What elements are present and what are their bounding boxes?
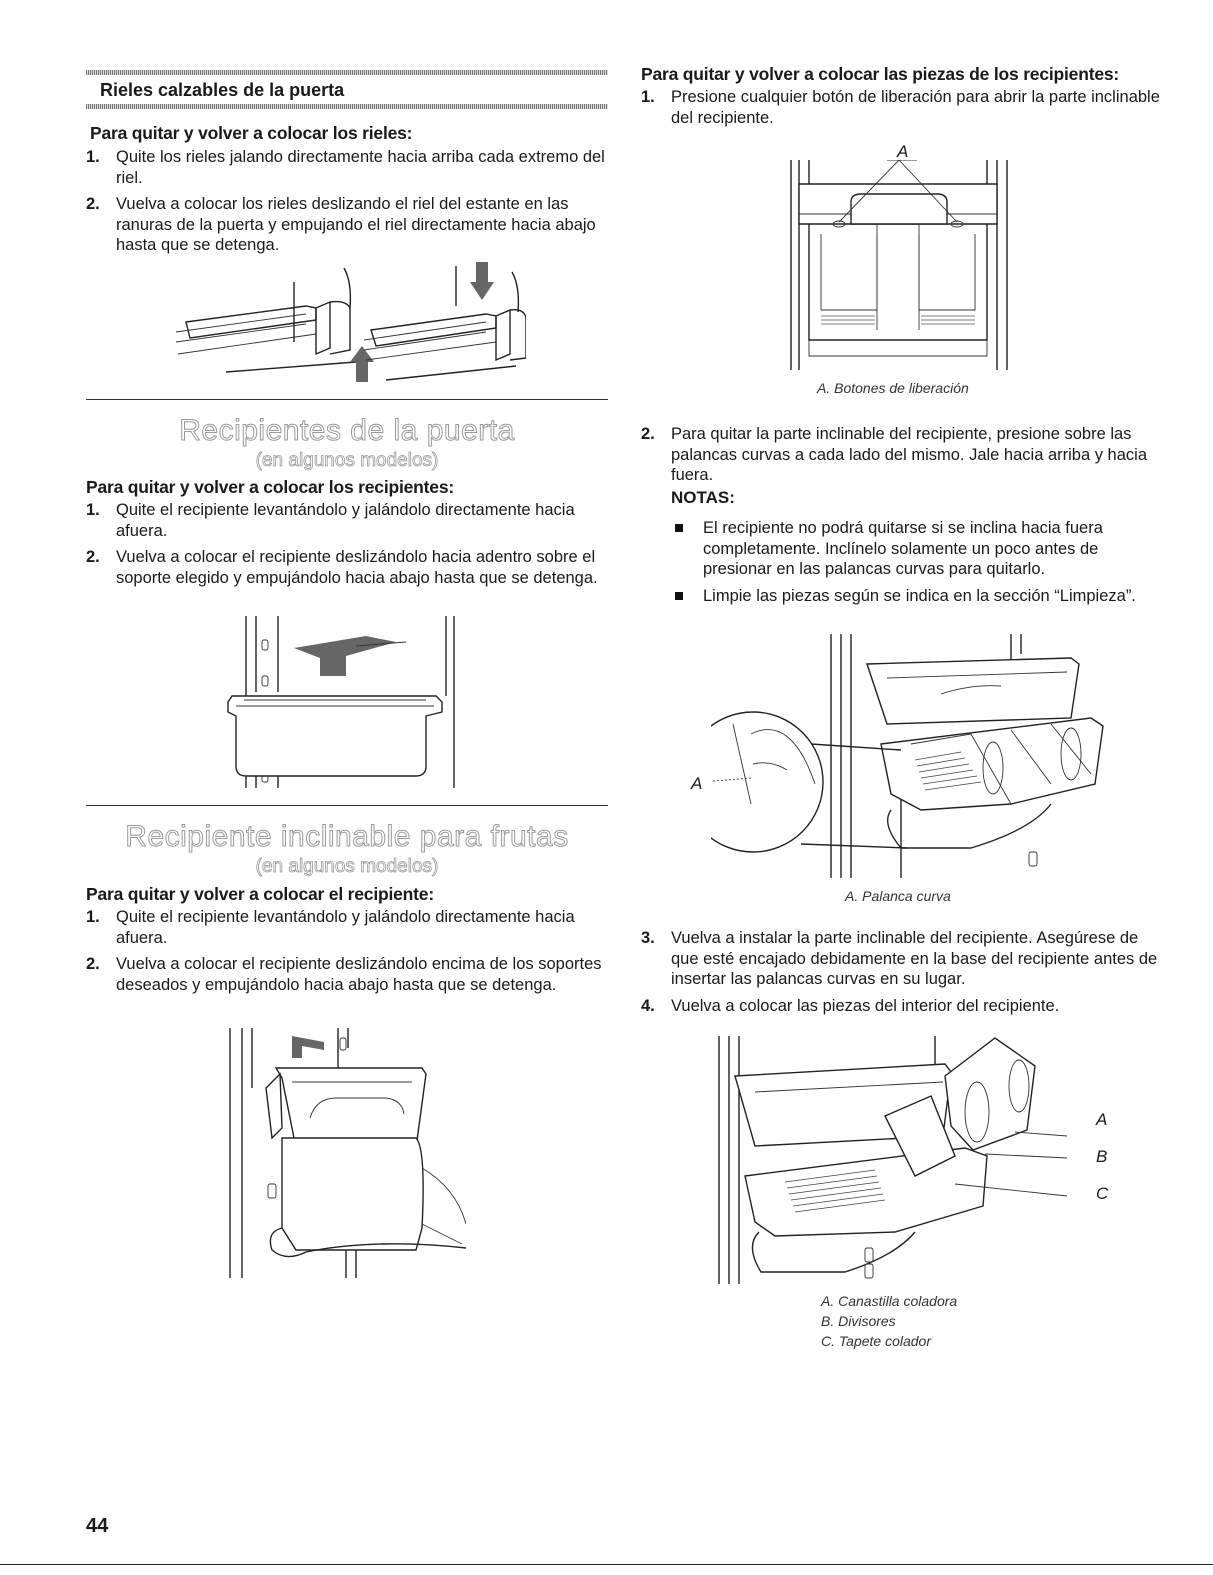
list-item: 2.Vuelva a colocar los rieles deslizando… bbox=[86, 195, 596, 254]
list-item: 2.Vuelva a colocar el recipiente deslizá… bbox=[86, 548, 598, 587]
tilt-bin-subheading: Para quitar y volver a colocar el recipi… bbox=[86, 884, 434, 904]
rail-left-drawing bbox=[175, 267, 374, 382]
bullet-icon bbox=[675, 591, 683, 600]
fig2-label-a: A bbox=[691, 774, 703, 793]
fig2-caption: A. Palanca curva bbox=[845, 888, 951, 904]
list-item: El recipiente no podrá quitarse si se in… bbox=[671, 518, 1163, 580]
rails-subheading: Para quitar y volver a colocar los riele… bbox=[90, 123, 413, 143]
fig3-label-c: C bbox=[1096, 1184, 1109, 1203]
notes-list: El recipiente no podrá quitarse si se in… bbox=[671, 518, 1163, 612]
fig1-caption: A. Botones de liberación bbox=[817, 380, 969, 396]
list-item: 2.Vuelva a colocar el recipiente deslizá… bbox=[86, 955, 602, 994]
fig3-caption-b: B. Divisores bbox=[821, 1313, 896, 1329]
list-item: Limpie las piezas según se indica en la … bbox=[671, 586, 1163, 607]
door-bins-section-title: Recipientes de la puerta bbox=[179, 414, 515, 448]
door-bin-illustration bbox=[227, 616, 455, 788]
list-item: 1.Quite los rieles jalando directamente … bbox=[86, 148, 605, 187]
rails-title-rule-top bbox=[86, 70, 608, 75]
bin-parts-step2: 2.Para quitar la parte inclinable del re… bbox=[641, 424, 1163, 492]
rails-steps: 1.Quite los rieles jalando directamente … bbox=[86, 147, 608, 262]
door-bins-steps: 1.Quite el recipiente levantándolo y jal… bbox=[86, 500, 608, 594]
rail-right-drawing bbox=[363, 262, 526, 381]
door-bins-section-subtitle: (en algunos modelos) bbox=[255, 450, 439, 472]
section-divider bbox=[86, 399, 608, 400]
bin-parts-step1: 1.Presione cualquier botón de liberación… bbox=[641, 87, 1163, 134]
tilt-bin-illustration bbox=[229, 1028, 466, 1278]
release-buttons-illustration bbox=[790, 160, 1008, 370]
bottom-rule bbox=[0, 1564, 1213, 1565]
page-number: 44 bbox=[86, 1515, 109, 1537]
fig3-label-b: B bbox=[1096, 1147, 1108, 1166]
bin-parts-subheading: Para quitar y volver a colocar las pieza… bbox=[641, 64, 1120, 84]
fig3-label-a: A bbox=[1096, 1110, 1108, 1129]
section-divider bbox=[86, 805, 608, 806]
bin-parts-illustration bbox=[718, 1036, 1068, 1284]
rails-illustration bbox=[175, 262, 526, 382]
list-item: 1.Presione cualquier botón de liberación… bbox=[641, 88, 1160, 127]
tilt-bin-section-subtitle: (en algunos modelos) bbox=[255, 856, 439, 878]
bullet-icon bbox=[675, 524, 683, 532]
tilt-bin-section-title: Recipiente inclinable para frutas bbox=[125, 820, 569, 854]
fig1-label-a: A bbox=[897, 142, 909, 161]
curved-lever-illustration bbox=[711, 634, 1104, 878]
list-item: 2.Para quitar la parte inclinable del re… bbox=[641, 425, 1148, 484]
notes-title: NOTAS: bbox=[671, 488, 735, 507]
list-item: 3.Vuelva a instalar la parte inclinable … bbox=[641, 929, 1158, 988]
rails-section-title: Rieles calzables de la puerta bbox=[100, 80, 345, 100]
bin-parts-step3-4: 3.Vuelva a instalar la parte inclinable … bbox=[641, 928, 1163, 1022]
list-item: 4.Vuelva a colocar las piezas del interi… bbox=[641, 996, 1060, 1015]
fig3-caption-a: A. Canastilla coladora bbox=[821, 1293, 958, 1309]
list-item: 1.Quite el recipiente levantándolo y jal… bbox=[86, 501, 575, 540]
list-item: 1.Quite el recipiente levantándolo y jal… bbox=[86, 908, 575, 947]
rails-title-rule-bottom bbox=[86, 104, 608, 109]
door-bins-subheading: Para quitar y volver a colocar los recip… bbox=[86, 477, 454, 497]
fig3-caption-c: C. Tapete colador bbox=[821, 1333, 931, 1349]
tilt-bin-steps: 1.Quite el recipiente levantándolo y jal… bbox=[86, 907, 608, 1001]
